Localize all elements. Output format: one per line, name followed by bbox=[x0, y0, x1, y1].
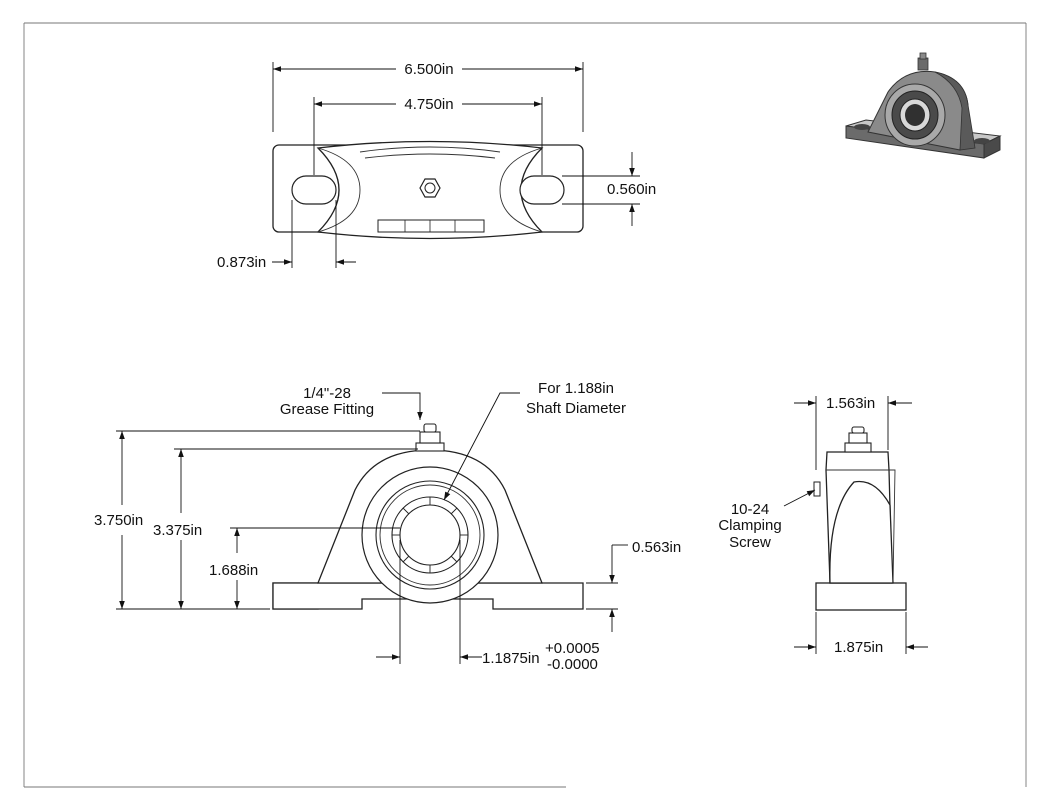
dim-overall-length: 6.500in bbox=[404, 61, 453, 78]
clamping-screw-label-2: Screw bbox=[729, 534, 771, 551]
side-view: 1.563in 1.875in 10-24 Clamping Screw bbox=[718, 395, 928, 656]
tolerance-minus: -0.0000 bbox=[547, 656, 598, 673]
sheet-border bbox=[23, 22, 1027, 788]
clamping-screw-size: 10-24 bbox=[731, 501, 769, 518]
dim-bore-diameter: 1.1875in bbox=[482, 650, 540, 667]
dim-housing-height: 3.375in bbox=[153, 522, 202, 539]
side-base bbox=[815, 582, 907, 611]
isometric-render bbox=[845, 52, 1002, 159]
dim-center-height: 1.688in bbox=[209, 562, 258, 579]
dim-overall-height: 3.750in bbox=[94, 512, 143, 529]
shaft-note-line1: For 1.188in bbox=[538, 380, 614, 397]
dim-slot-width: 0.560in bbox=[607, 181, 656, 198]
tolerance-plus: +0.0005 bbox=[545, 640, 600, 657]
grease-fitting-base bbox=[415, 442, 445, 452]
lock-collar-edge bbox=[377, 219, 485, 233]
left-slot bbox=[291, 175, 337, 205]
dim-base-thickness: 0.563in bbox=[632, 539, 681, 556]
dim-bolt-centers: 4.750in bbox=[404, 96, 453, 113]
grease-fitting-thread: 1/4"-28 bbox=[303, 385, 351, 402]
shaft-note-line2: Shaft Diameter bbox=[526, 400, 626, 417]
side-grease-fitting-icon bbox=[851, 426, 865, 434]
dim-base-width: 1.875in bbox=[834, 639, 883, 656]
dim-top-width: 1.563in bbox=[826, 395, 875, 412]
grease-fitting-label: Grease Fitting bbox=[280, 401, 374, 418]
front-view: 3.750in 3.375in 1.688in 1/4"-28 Grease F… bbox=[94, 380, 681, 673]
clamping-screw-icon bbox=[813, 481, 821, 497]
grease-fitting-icon bbox=[423, 423, 437, 433]
right-slot bbox=[519, 175, 565, 205]
top-view: 6.500in 4.750in 0.560in 0.873in bbox=[217, 61, 656, 271]
clamping-screw-label-1: Clamping bbox=[718, 517, 781, 534]
dim-slot-length: 0.873in bbox=[217, 254, 266, 271]
side-window bbox=[829, 480, 894, 584]
